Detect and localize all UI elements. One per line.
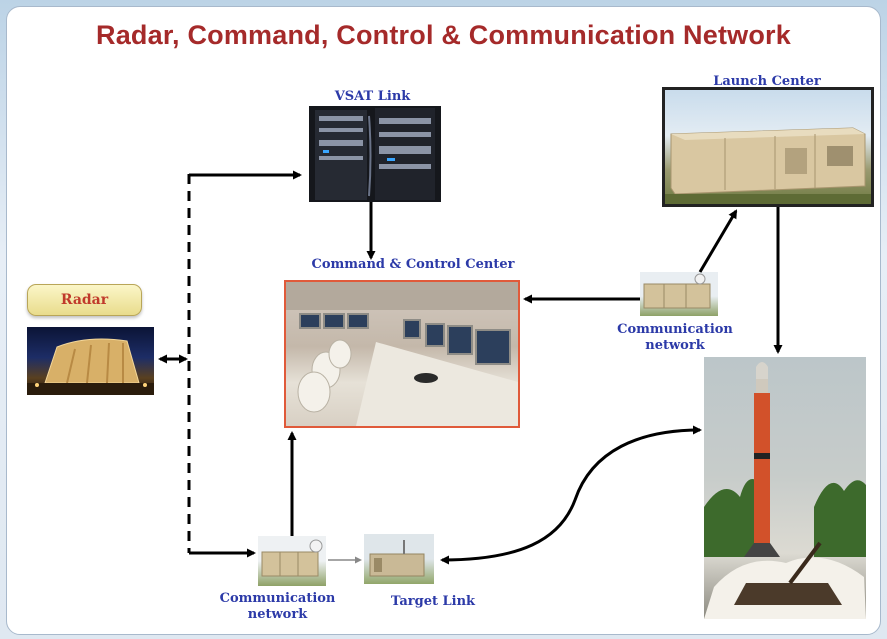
communication-network-bottom-line1: Communication xyxy=(219,591,336,606)
target-link-image xyxy=(364,534,434,584)
radar-button[interactable]: Radar xyxy=(27,284,142,316)
launch-center-image xyxy=(662,87,874,207)
command-control-image xyxy=(284,280,520,428)
vsat-link-label: VSAT Link xyxy=(334,89,411,104)
arrow-target-missile xyxy=(440,425,702,565)
communication-network-bottom-line2: network xyxy=(247,607,308,622)
communication-network-right-label: Communication network xyxy=(600,322,750,354)
arrow-comm-to-launch xyxy=(698,209,738,273)
vsat-link-image xyxy=(309,106,441,202)
launch-center-label: Launch Center xyxy=(713,74,821,89)
communication-network-bottom-image xyxy=(258,536,326,586)
communication-network-right-line1: Communication xyxy=(617,322,733,337)
diagram-title: Radar, Command, Control & Communication … xyxy=(96,20,791,50)
target-link-label: Target Link xyxy=(390,594,476,609)
radar-image xyxy=(27,327,154,395)
command-control-label: Command & Control Center xyxy=(311,257,515,272)
communication-network-right-image xyxy=(640,272,718,316)
missile-launch-image xyxy=(704,357,866,619)
communication-network-bottom-label: Communication network xyxy=(200,591,355,623)
communication-network-right-line2: network xyxy=(645,338,705,353)
